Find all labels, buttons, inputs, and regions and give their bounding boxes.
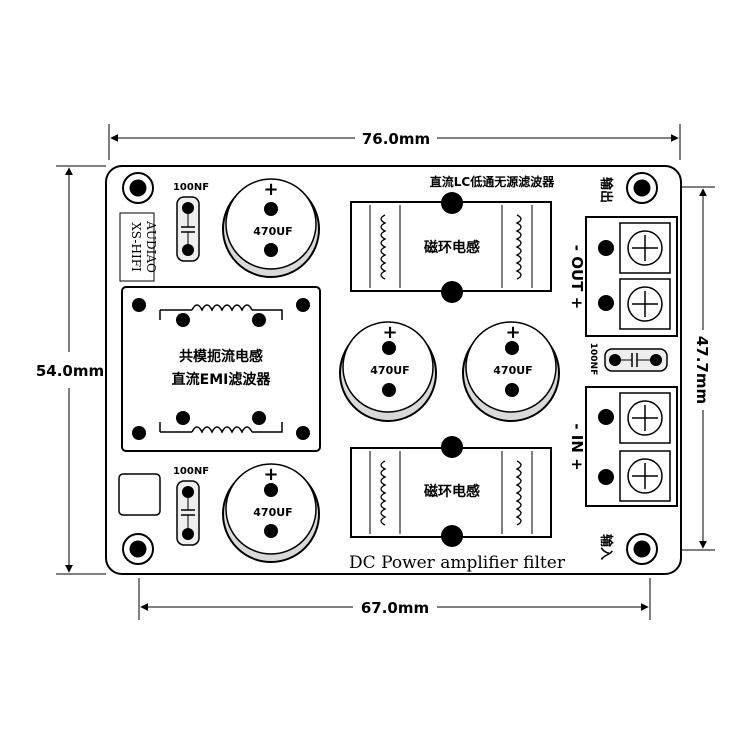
mounting-hole-top-right xyxy=(626,172,658,204)
cap-top: + 470UF xyxy=(222,178,320,278)
toroid-inductor-top: 磁环电感 xyxy=(350,192,552,303)
emi-label-line2: 直流EMI滤波器 xyxy=(172,371,272,388)
dimension-bottom: 67.0mm xyxy=(138,578,651,620)
dimension-left: 54.0mm xyxy=(36,165,106,575)
small-cap-bottom-label: 100NF xyxy=(173,466,209,477)
small-cap-top-left: 100NF xyxy=(173,182,209,262)
cap-mid-left-value: 470UF xyxy=(370,364,409,377)
small-cap-bottom-left: 100NF xyxy=(173,466,209,546)
mounting-hole-top-left xyxy=(122,172,154,204)
cap-mid-right-plus: + xyxy=(505,322,520,343)
dimension-right: 47.7mm xyxy=(652,186,715,551)
dimension-left-label: 54.0mm xyxy=(36,362,104,380)
footer-text: DC Power amplifier filter xyxy=(349,553,566,573)
cap-top-plus: + xyxy=(263,179,278,200)
dimension-top-label: 76.0mm xyxy=(362,130,430,148)
cap-bottom-plus: + xyxy=(263,464,278,485)
input-terminal: - IN + xyxy=(568,386,678,507)
output-text: - OUT + xyxy=(568,245,586,309)
brand-block: XS-HIFI AUDIAO xyxy=(119,212,158,282)
square-pad xyxy=(118,473,161,516)
output-label: 输出 xyxy=(598,177,614,203)
toroid-inductor-bottom: 磁环电感 xyxy=(350,436,552,547)
small-cap-right: 100NF xyxy=(588,343,668,375)
brand-line2: AUDIAO xyxy=(144,220,158,273)
brand-line1: XS-HIFI xyxy=(129,222,143,272)
dimension-top: 76.0mm xyxy=(108,124,681,160)
cap-mid-left-plus: + xyxy=(382,322,397,343)
dimension-right-label: 47.7mm xyxy=(693,336,711,404)
cap-mid-left: + 470UF xyxy=(339,321,437,422)
mounting-hole-bottom-left xyxy=(122,533,154,565)
mounting-hole-bottom-right xyxy=(626,533,658,565)
emi-filter-block: 共模扼流电感 直流EMI滤波器 xyxy=(121,286,321,452)
toroid-bottom-label: 磁环电感 xyxy=(424,483,480,500)
dimension-bottom-label: 67.0mm xyxy=(361,599,429,617)
cap-bottom-value: 470UF xyxy=(253,506,292,519)
input-text: - IN + xyxy=(568,423,586,470)
input-label: 输入 xyxy=(598,534,614,560)
cap-mid-right-value: 470UF xyxy=(493,364,532,377)
lc-filter-title: 直流LC低通无源滤波器 xyxy=(430,174,555,189)
toroid-top-label: 磁环电感 xyxy=(424,239,480,256)
cap-bottom: + 470UF xyxy=(222,463,320,563)
cap-mid-right: + 470UF xyxy=(462,321,560,422)
emi-label-line1: 共模扼流电感 xyxy=(179,348,263,365)
cap-top-value: 470UF xyxy=(253,225,292,238)
small-cap-right-label: 100NF xyxy=(588,343,598,375)
output-terminal: - OUT + xyxy=(568,216,678,337)
small-cap-top-label: 100NF xyxy=(173,182,209,193)
